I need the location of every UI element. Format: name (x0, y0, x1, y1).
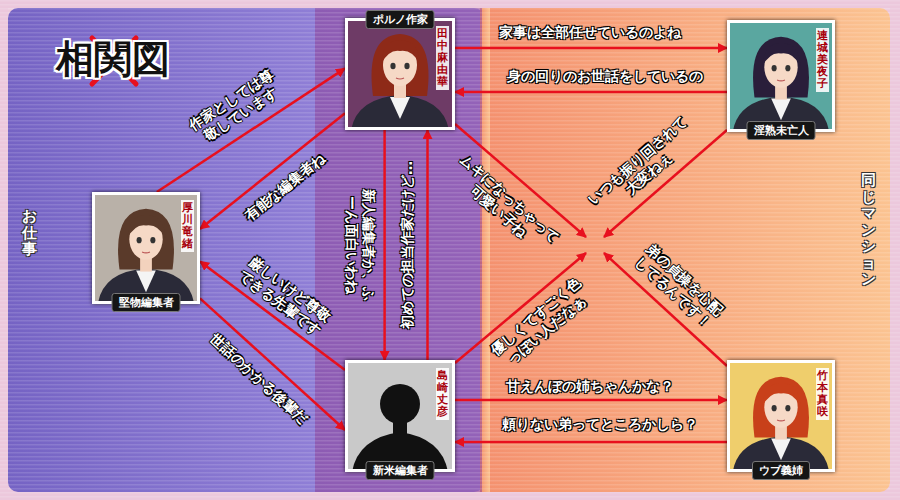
character-portrait: 厚川竜緒堅物編集者 (92, 192, 200, 304)
chart-title: 相関図 (56, 34, 170, 85)
role-tag: ポルノ作家 (366, 10, 435, 29)
edge-label: 家事は全部任せているのよね (497, 24, 683, 41)
character-name: 竹本真咲 (816, 368, 829, 420)
edge-label: 頼りない弟ってところかしら？ (500, 416, 700, 433)
character-portrait: 連城美夜子淫熟未亡人 (727, 20, 835, 132)
edge-label: 甘えんぼの姉ちゃんかな？ (504, 378, 676, 395)
character-name: 島崎丈彦 (436, 368, 449, 420)
edge-label: 初めての担当作家だけど… (399, 159, 416, 331)
relation-arrow (455, 47, 727, 50)
relation-arrow (455, 441, 727, 444)
character-portrait: 竹本真咲ウブ義姉 (727, 360, 835, 472)
character-name: 厚川竜緒 (181, 200, 194, 252)
character-portrait: ポルノ作家田中麻由華 (345, 18, 455, 130)
edge-label: 身の回りのお世話をしているの (505, 68, 705, 85)
relation-arrow (383, 130, 386, 360)
region-label: 同じマンション (861, 172, 876, 288)
character-name: 田中麻由華 (436, 26, 449, 90)
role-tag: 新米編集者 (366, 461, 435, 480)
character-name: 連城美夜子 (816, 28, 829, 92)
character-portrait: 島崎丈彦新米編集者 (345, 360, 455, 472)
relation-arrow (455, 399, 727, 402)
relation-arrow (426, 130, 429, 360)
role-tag: ウブ義姉 (752, 461, 810, 480)
edge-label: 新人編集者か、ふーん面白いわね (343, 187, 377, 303)
role-tag: 堅物編集者 (112, 293, 181, 312)
region-label: お仕事 (22, 208, 37, 258)
role-tag: 淫熟未亡人 (747, 121, 816, 140)
relation-arrow (455, 91, 727, 94)
